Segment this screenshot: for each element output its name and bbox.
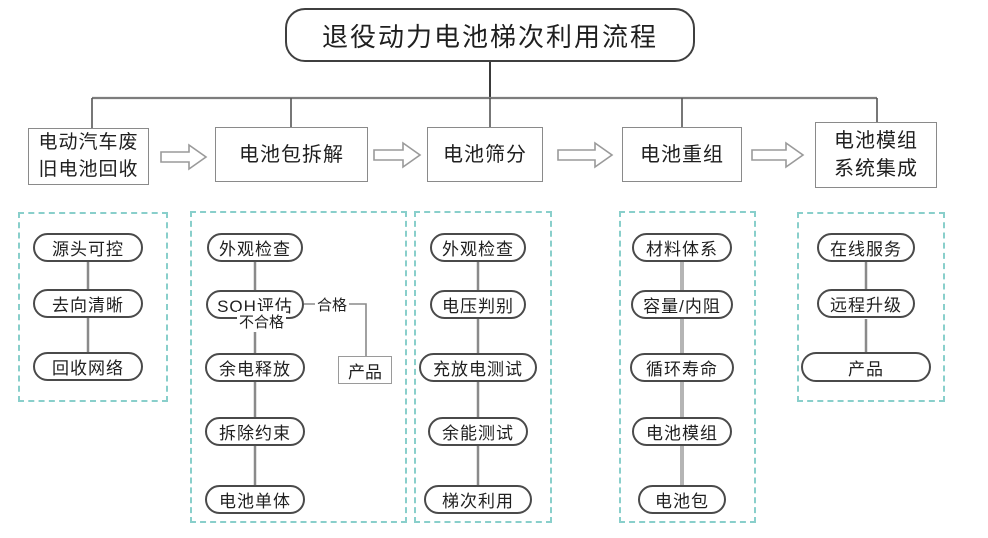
diagram-title: 退役动力电池梯次利用流程 <box>285 8 695 62</box>
arrow-right-icon <box>557 141 614 169</box>
step-pill: 源头可控 <box>33 233 143 262</box>
arrow-right-icon <box>751 141 805 169</box>
tree-connectors <box>91 62 878 128</box>
step-pill: 外观检查 <box>430 233 526 262</box>
flow-arrows <box>160 141 805 171</box>
step-pill: 电池包 <box>638 485 726 514</box>
step-pill: 容量/内阻 <box>631 290 733 319</box>
step-pill: 梯次利用 <box>424 485 532 514</box>
step-pill: 外观检查 <box>207 233 303 262</box>
detail-group-recycle <box>18 212 168 402</box>
detail-group-regrouping <box>619 211 756 523</box>
step-pill: 余电释放 <box>205 353 305 382</box>
step-pill: 回收网络 <box>33 352 143 381</box>
step-pill: 产品 <box>801 352 931 382</box>
branch-label-pass: 合格 <box>315 294 350 315</box>
detail-group-integration <box>797 212 945 402</box>
step-pill: 循环寿命 <box>630 353 734 382</box>
arrow-right-icon <box>373 141 422 169</box>
flow-step-module-integration: 电池模组 系统集成 <box>815 122 937 188</box>
step-pill: 在线服务 <box>817 233 915 262</box>
arrow-right-icon <box>160 143 208 171</box>
step-pill: 去向清晰 <box>33 289 143 318</box>
flow-step-battery-screening: 电池筛分 <box>427 127 543 182</box>
step-pill: 充放电测试 <box>419 353 537 382</box>
group-pill-connectors <box>86 262 868 486</box>
step-pill: 电压判别 <box>430 290 526 319</box>
step-pill: 拆除约束 <box>205 417 305 446</box>
flow-step-battery-regrouping: 电池重组 <box>622 127 742 182</box>
flow-step-battery-recycle: 电动汽车废 旧电池回收 <box>28 128 149 185</box>
step-pill: 材料体系 <box>632 233 732 262</box>
step-pill: 电池单体 <box>205 485 305 514</box>
step-pill: 电池模组 <box>632 417 732 446</box>
step-pill: 远程升级 <box>817 289 915 318</box>
detail-group-screening <box>414 211 552 523</box>
branch-label-fail: 不合格 <box>237 311 287 332</box>
detail-group-disassembly <box>190 211 407 523</box>
product-box: 产品 <box>338 356 392 384</box>
flow-step-pack-disassembly: 电池包拆解 <box>215 127 368 182</box>
step-pill: 余能测试 <box>428 417 528 446</box>
